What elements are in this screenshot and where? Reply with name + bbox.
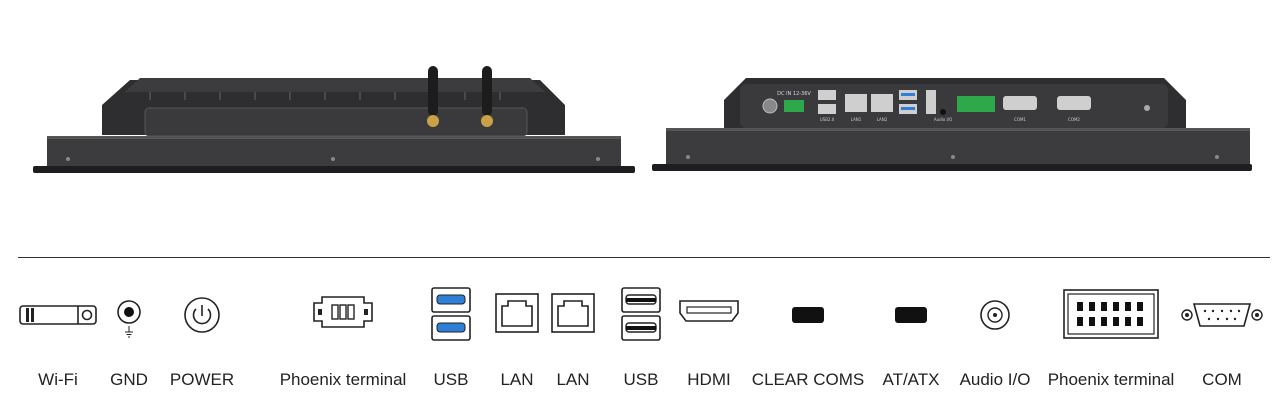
label-lan-1: LAN [500, 370, 534, 389]
clear-cmos-button-icon [792, 307, 824, 323]
hdmi-port-icon [679, 300, 739, 322]
label-com: COM [1202, 370, 1242, 389]
at-atx-switch-icon [895, 307, 927, 323]
label-audio-io: Audio I/O [959, 370, 1031, 389]
usb2-dual-port-icon [621, 287, 661, 341]
label-usb-2: USB [623, 370, 659, 389]
divider-line [18, 257, 1270, 258]
ground-terminal-icon [117, 300, 141, 338]
label-hdmi: HDMI [687, 370, 731, 389]
label-phoenix-terminal-2: Phoenix terminal [1047, 370, 1175, 389]
usb2-label: USB2.0 [820, 117, 835, 122]
panel-pc-io-view: DC IN 12-36V USB2.0 LAN1 LAN2 Audio I/O … [652, 78, 1252, 171]
dc-in-label: DC IN 12-36V [777, 91, 811, 97]
power-button-icon [184, 297, 220, 333]
phoenix-terminal-12pin-icon [1063, 289, 1159, 339]
label-usb-1: USB [433, 370, 469, 389]
com1-label: COM1 [1014, 117, 1026, 122]
label-clear-coms: CLEAR COMS [751, 370, 865, 389]
phoenix-terminal-icon [313, 296, 373, 328]
label-power: POWER [169, 370, 235, 389]
audio-jack-icon [980, 300, 1010, 330]
lan1-label: LAN1 [851, 117, 862, 122]
antenna-left [427, 66, 439, 127]
lan-port-icon-1 [495, 293, 539, 333]
label-phoenix-terminal-1: Phoenix terminal [279, 370, 407, 389]
wifi-antenna-connector-icon [19, 305, 97, 325]
com-db9-port-icon [1181, 303, 1263, 327]
label-wifi: Wi-Fi [38, 370, 78, 389]
label-gnd: GND [110, 370, 148, 389]
usb3-dual-port-icon [431, 287, 471, 341]
lan2-label: LAN2 [877, 117, 888, 122]
antenna-right [481, 66, 493, 127]
label-at-atx: AT/ATX [882, 370, 940, 389]
audio-panel-label: Audio I/O [934, 117, 952, 122]
label-lan-2: LAN [556, 370, 590, 389]
com2-label: COM2 [1068, 117, 1080, 122]
panel-pc-rear-view [33, 66, 635, 173]
lan-port-icon-2 [551, 293, 595, 333]
